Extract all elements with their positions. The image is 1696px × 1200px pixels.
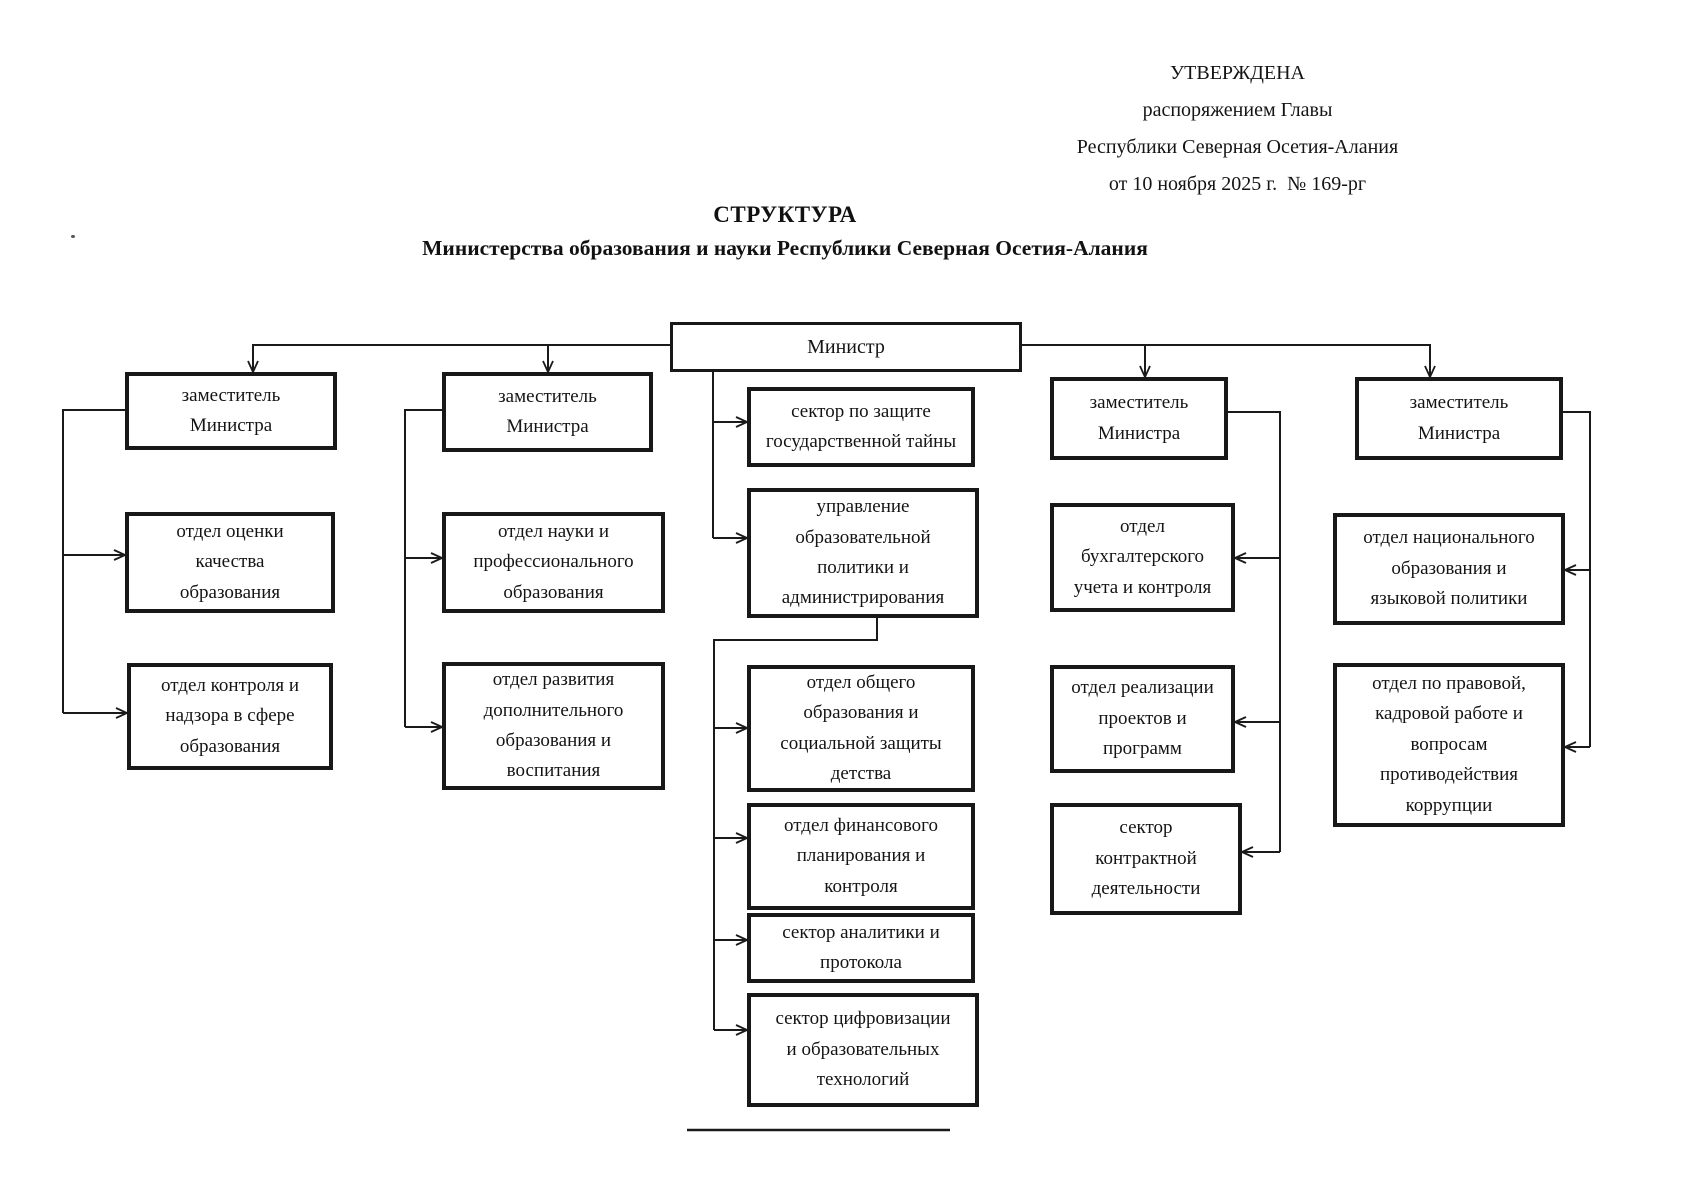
approval-line-2: распоряжением Главы [1142,99,1333,121]
connector-deputy1-trunk [62,409,125,713]
approval-line-3: Республики Северная Осетия-Алания [1076,136,1399,158]
deputy3-box: заместитель Министра [1050,377,1228,460]
box-sektor-kontraktnoy-deyatelnosti: сектор контрактной деятельности [1050,803,1242,915]
connector-deputy2-trunk [404,409,442,727]
box-otdel-nauki-profobrazovaniya: отдел науки и профессионального образова… [442,512,665,613]
minister-box: Министр [670,322,1022,372]
box-otdel-otsenki-kachestva: отдел оценки качества образования [125,512,335,613]
deputy1-box: заместитель Министра [125,372,337,450]
approval-line-4: от 10 ноября 2025 г. № 169-рг [1108,173,1367,195]
box-otdel-pravovoy-kadrovoy: отдел по правовой, кадровой работе и воп… [1333,663,1565,827]
connector-minister-to-deputy1 [253,344,670,372]
connector-deputy4-trunk [1563,411,1591,747]
connector-upravlenie-trunk [713,618,878,1030]
box-sektor-tsifrovizatsii: сектор цифровизации и образовательных те… [747,993,979,1107]
deputy2-box: заместитель Министра [442,372,653,452]
box-otdel-razvitiya-dopobrazovaniya: отдел развития дополнительного образован… [442,662,665,790]
box-otdel-obshchego-obrazovaniya: отдел общего образования и социальной за… [747,665,975,792]
box-otdel-kontrolya-nadzora: отдел контроля и надзора в сфере образов… [127,663,333,770]
approval-block: УТВЕРЖДЕНА распоряжением Главы Республик… [1045,55,1430,203]
box-otdel-natsionalnogo-obrazovaniya: отдел национального образования и языков… [1333,513,1565,625]
connector-deputy3-trunk [1228,411,1281,852]
box-upravlenie-obrazovatelnoy-politiki: управление образовательной политики и ад… [747,488,979,618]
box-otdel-buhgalterskogo-ucheta: отдел бухгалтерского учета и контроля [1050,503,1235,612]
document-title: СТРУКТУРА [713,202,857,227]
deputy4-box: заместитель Министра [1355,377,1563,460]
connector-minister-to-deputy4 [1022,344,1430,377]
scan-speck [71,235,75,238]
box-sektor-zashchity-gostayny: сектор по защите государственной тайны [747,387,975,467]
document-subtitle: Министерства образования и науки Республ… [422,236,1148,260]
box-otdel-finansovogo-planirovaniya: отдел финансового планирования и контрол… [747,803,975,910]
box-sektor-analitiki-protokola: сектор аналитики и протокола [747,913,975,983]
box-otdel-realizatsii-proektov: отдел реализации проектов и программ [1050,665,1235,773]
title-block: СТРУКТУРА Министерства образования и нау… [85,200,1485,266]
approval-line-1: УТВЕРЖДЕНА [1169,62,1306,84]
